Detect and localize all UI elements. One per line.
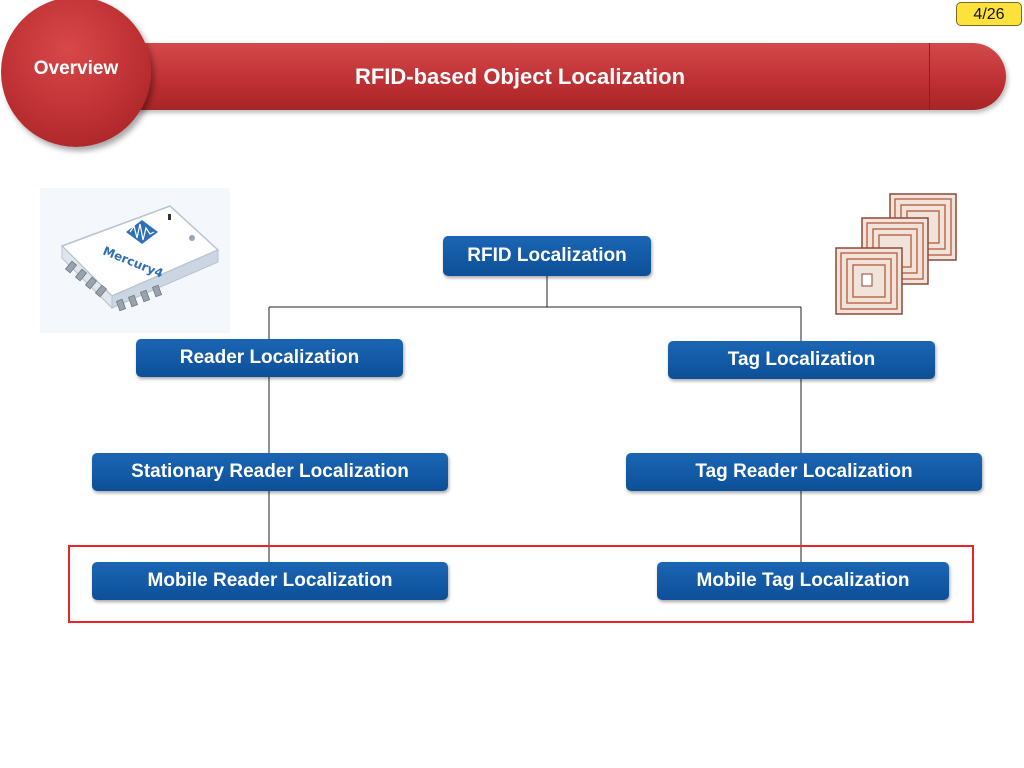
- node-mobile-tag-localization: Mobile Tag Localization: [657, 562, 949, 600]
- node-mobile-reader-localization: Mobile Reader Localization: [92, 562, 448, 600]
- node-stationary-reader-localization: Stationary Reader Localization: [92, 453, 448, 491]
- slide-title: RFID-based Object Localization: [354, 64, 686, 89]
- node-rfid-localization: RFID Localization: [443, 236, 651, 276]
- rfid-reader-icon: Mercury4: [40, 188, 230, 333]
- page-number-badge: 4/26: [956, 2, 1022, 26]
- section-label: Overview: [33, 58, 119, 79]
- node-tag-reader-localization: Tag Reader Localization: [626, 453, 982, 491]
- node-tag-localization: Tag Localization: [668, 341, 935, 379]
- node-reader-localization: Reader Localization: [136, 339, 403, 377]
- highlight-box: [68, 545, 974, 623]
- header-divider: [929, 43, 930, 110]
- section-circle: [1, 0, 151, 147]
- header-bar: [96, 43, 1006, 110]
- rfid-tag-icon: [835, 193, 957, 315]
